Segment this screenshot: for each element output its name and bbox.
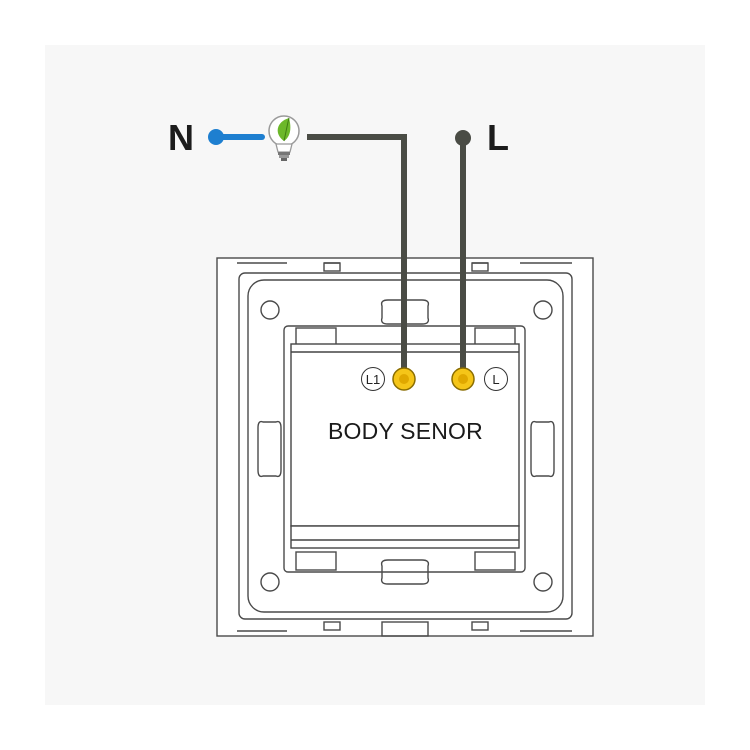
terminal-l-screw [451, 367, 475, 391]
lightbulb-icon [268, 115, 300, 161]
terminal-l1-screw [392, 367, 416, 391]
line-label: L [487, 117, 509, 158]
terminal-l-label: L [484, 367, 508, 391]
neutral-label: N [168, 117, 194, 158]
terminal-l1-label: L1 [361, 367, 385, 391]
neutral-wire [208, 129, 265, 145]
load-wire [307, 134, 407, 376]
module-title: BODY SENOR [328, 418, 483, 444]
line-wire [455, 130, 471, 376]
